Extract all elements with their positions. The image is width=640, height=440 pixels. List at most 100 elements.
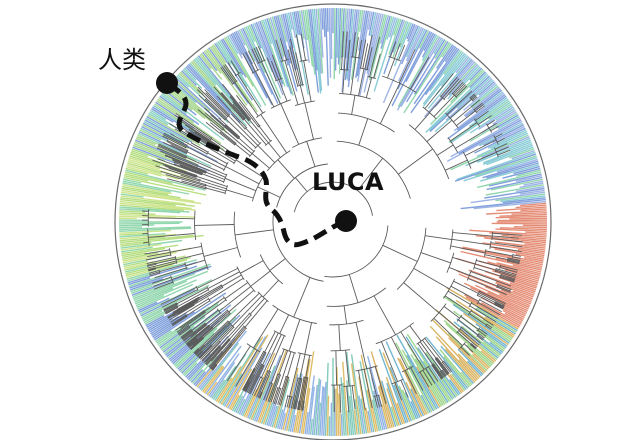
tree-tip-segment xyxy=(138,301,158,312)
tree-branch-radial xyxy=(182,331,193,340)
tree-tip-segment xyxy=(460,250,542,271)
tree-branch-radial xyxy=(149,272,160,277)
tree-tip-segment xyxy=(421,34,438,61)
tree-tip-segment xyxy=(383,19,404,75)
tree-branch-arc xyxy=(230,324,235,329)
tree-tip-segment xyxy=(313,378,320,436)
tree-tip-segment xyxy=(483,124,525,147)
tree-tip-segment xyxy=(425,336,469,389)
tree-branch-radial xyxy=(305,355,311,378)
tree-tip-segment xyxy=(131,149,149,158)
tree-branch-radial xyxy=(470,310,494,326)
tree-tip-segment xyxy=(333,7,336,80)
tree-tip-segment xyxy=(134,141,181,162)
tree-tip-segment xyxy=(186,65,241,124)
tree-branch-radial xyxy=(161,289,198,308)
tree-branch-radial xyxy=(205,312,221,325)
tree-tip-segment xyxy=(119,229,171,234)
tree-tip-segment xyxy=(488,173,542,187)
tree-tip-segment xyxy=(487,291,528,312)
tree-branch-radial xyxy=(147,263,157,267)
tree-tip-segment xyxy=(392,20,406,53)
tree-tip-segment xyxy=(403,42,451,114)
tree-branch-radial xyxy=(202,313,231,339)
tree-branch-radial xyxy=(220,67,234,85)
tree-branch-radial xyxy=(256,370,269,398)
tree-branch-radial xyxy=(248,364,264,394)
tree-branch-radial xyxy=(494,133,503,138)
tree-branch-radial xyxy=(171,315,187,326)
tree-branch-radial xyxy=(279,38,288,61)
tree-branch-arc xyxy=(297,377,303,380)
tree-branch-radial xyxy=(335,350,338,386)
tree-tip-segment xyxy=(386,388,400,426)
tree-tip-segment xyxy=(447,332,488,372)
tree-branch-radial xyxy=(209,343,232,369)
tree-tip-segment xyxy=(253,22,284,96)
tree-tip-segment xyxy=(280,413,286,430)
tree-branch-radial xyxy=(268,374,280,403)
tree-tip-segment xyxy=(484,187,545,199)
tree-tip-segment xyxy=(389,366,413,422)
tree-branch-radial xyxy=(476,335,484,341)
tree-branch-radial xyxy=(352,32,356,58)
tree-tip-segment xyxy=(144,119,175,137)
tree-branch-radial xyxy=(245,127,261,144)
tree-branch-radial xyxy=(443,361,453,372)
tree-branch-radial xyxy=(279,314,290,334)
tree-tip-segment xyxy=(382,24,418,104)
tree-branch-radial xyxy=(404,370,417,394)
tree-branch-radial xyxy=(201,341,221,362)
tree-branches xyxy=(141,31,524,413)
tree-tip-segment xyxy=(119,200,192,210)
tree-branch-radial xyxy=(198,141,235,164)
tree-branch-arc xyxy=(483,249,487,257)
tree-branch-radial xyxy=(440,76,458,97)
tree-branch-arc xyxy=(210,137,213,141)
tree-branch-radial xyxy=(497,285,512,292)
tree-branch-radial xyxy=(249,297,265,315)
tree-branch-radial xyxy=(479,290,506,305)
tree-tip-segment xyxy=(189,62,247,127)
tree-tip-segment xyxy=(121,246,153,253)
tree-branch-radial xyxy=(222,83,251,120)
tree-tip-segment xyxy=(414,28,426,51)
tree-tip-segment xyxy=(319,385,324,436)
tree-tip-segment xyxy=(128,266,189,288)
tree-branch-arc xyxy=(422,106,437,120)
tree-branch-radial xyxy=(453,280,479,294)
tree-tip-segment xyxy=(388,18,402,55)
tree-tip-segment xyxy=(121,189,195,202)
tree-branch-radial xyxy=(278,351,292,389)
tree-branch-radial xyxy=(470,343,477,349)
tree-tip-segment xyxy=(458,359,479,381)
tree-branch-radial xyxy=(167,178,206,190)
tree-tip-segment xyxy=(275,15,298,92)
tree-branch-radial xyxy=(445,159,468,171)
tree-branch-radial xyxy=(266,57,277,81)
tree-tip-segment xyxy=(519,189,545,195)
tree-tip-segment xyxy=(475,329,505,352)
tree-tip-segment xyxy=(470,286,527,315)
tree-tip-segment xyxy=(367,355,388,430)
tree-tip-segment xyxy=(456,94,506,131)
tree-outer-rim xyxy=(114,3,552,440)
luca-to-human-dashed-path xyxy=(166,81,346,248)
tree-tip-segment xyxy=(119,227,192,232)
tree-branch-radial xyxy=(170,144,188,153)
tree-tip-segment xyxy=(472,353,489,370)
tree-tip-segment xyxy=(119,213,196,218)
tree-tip-segment xyxy=(128,158,161,170)
tree-tip-segment xyxy=(370,12,377,37)
tree-branch-radial xyxy=(170,245,202,253)
tree-branch-radial xyxy=(190,142,209,153)
tree-tip-segment xyxy=(491,222,548,225)
tree-tip-segment xyxy=(448,379,461,395)
tree-branch-radial xyxy=(224,124,240,138)
tree-branch-arc xyxy=(351,56,361,59)
tree-branch-radial xyxy=(496,146,509,153)
tree-branch-radial xyxy=(295,34,302,62)
tree-tip-segment xyxy=(336,367,340,436)
tree-tip-segment xyxy=(452,303,510,344)
tree-tip-segment xyxy=(492,270,538,286)
